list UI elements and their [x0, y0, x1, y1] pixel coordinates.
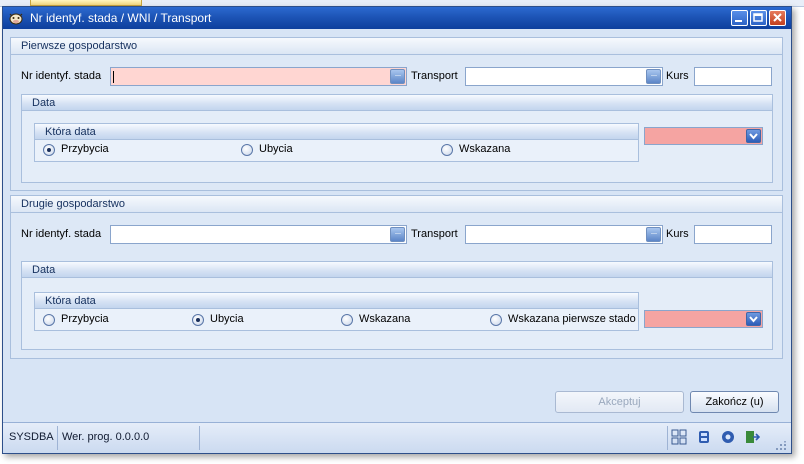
radio-selected-icon[interactable] [192, 314, 204, 326]
second-date-combo[interactable] [644, 310, 763, 328]
first-which-date-title: Która data [45, 126, 96, 138]
grid-icon[interactable] [671, 429, 687, 445]
first-farm-section: Nr identyf. stada ··· Transport ··· Kurs [10, 55, 783, 191]
status-user: SYSDBA [9, 431, 54, 443]
minimize-icon [735, 20, 742, 22]
second-kurs-input[interactable] [694, 225, 772, 244]
radio-icon[interactable] [241, 144, 253, 156]
window-title: Nr identyf. stada / WNI / Transport [30, 11, 212, 25]
second-which-date-options: Przybycia Ubycia Wskazana Wskazana pierw… [34, 309, 639, 331]
radio-selected-icon[interactable] [43, 144, 55, 156]
first-farm-section-title: Pierwsze gospodarstwo [21, 40, 138, 52]
database-icon[interactable] [696, 429, 712, 445]
radio-icon[interactable] [441, 144, 453, 156]
close-icon [773, 13, 782, 22]
status-version: Wer. prog. 0.0.0.0 [62, 431, 150, 443]
second-transport-browse-button[interactable]: ··· [646, 227, 661, 242]
first-transport-label: Transport [411, 70, 458, 82]
second-date-group: Która data Przybycia Ubycia Wskazana [21, 278, 773, 350]
second-date-group-header: Data [21, 261, 773, 278]
first-date-group-title: Data [32, 97, 56, 109]
second-herd-input[interactable]: ··· [110, 225, 407, 244]
second-kurs-label: Kurs [666, 228, 689, 240]
ellipsis-icon: ··· [650, 70, 658, 80]
second-herd-browse-button[interactable]: ··· [390, 227, 405, 242]
second-date-dropdown-button[interactable] [746, 312, 761, 326]
first-radio-wskazana-label: Wskazana [459, 143, 511, 155]
second-date-group-title: Data [32, 264, 56, 276]
chevron-down-icon [749, 133, 758, 140]
radio-icon[interactable] [341, 314, 353, 326]
ellipsis-icon: ··· [650, 228, 658, 238]
text-cursor [113, 71, 114, 83]
close-button[interactable] [769, 10, 786, 26]
background-window-tab [30, 0, 142, 6]
first-farm-section-header: Pierwsze gospodarstwo [10, 37, 783, 55]
first-transport-input[interactable]: ··· [465, 67, 663, 86]
client-area: Pierwsze gospodarstwo Nr identyf. stada … [10, 32, 783, 417]
accept-button[interactable]: Akceptuj [555, 391, 684, 413]
status-divider [57, 426, 58, 450]
second-radio-przybycia-label: Przybycia [61, 313, 109, 325]
first-which-date-header: Która data [34, 123, 639, 140]
status-divider [199, 426, 200, 450]
status-divider [667, 426, 668, 450]
second-farm-section-header: Drugie gospodarstwo [10, 195, 783, 213]
second-which-date-header: Która data [34, 292, 639, 309]
chevron-down-icon [749, 316, 758, 323]
second-radio-ubycia-label: Ubycia [210, 313, 244, 325]
first-herd-browse-button[interactable]: ··· [390, 69, 405, 84]
first-herd-input[interactable]: ··· [110, 67, 407, 86]
first-date-dropdown-button[interactable] [746, 129, 761, 143]
second-farm-section-title: Drugie gospodarstwo [21, 198, 125, 210]
maximize-icon [753, 13, 763, 22]
first-date-group: Która data Przybycia Ubycia Wskazana [21, 111, 773, 183]
second-radio-wskazana-label: Wskazana [359, 313, 411, 325]
status-bar: SYSDBA Wer. prog. 0.0.0.0 [3, 422, 791, 453]
second-which-date-title: Która data [45, 295, 96, 307]
first-kurs-label: Kurs [666, 70, 689, 82]
first-date-combo[interactable] [644, 127, 763, 145]
first-which-date-options: Przybycia Ubycia Wskazana [34, 140, 639, 162]
exit-icon[interactable] [744, 429, 760, 445]
resize-grip-icon[interactable] [775, 441, 787, 451]
minimize-button[interactable] [731, 10, 748, 26]
dialog-window: Nr identyf. stada / WNI / Transport Pier… [2, 6, 792, 454]
title-bar[interactable]: Nr identyf. stada / WNI / Transport [3, 7, 791, 29]
first-date-group-header: Data [21, 94, 773, 111]
first-radio-ubycia-label: Ubycia [259, 143, 293, 155]
first-herd-label: Nr identyf. stada [21, 70, 102, 82]
ellipsis-icon: ··· [394, 228, 402, 238]
second-transport-input[interactable]: ··· [465, 225, 663, 244]
maximize-button[interactable] [750, 10, 767, 26]
second-farm-section: Nr identyf. stada ··· Transport ··· Kurs… [10, 213, 783, 359]
gear-icon[interactable] [720, 429, 736, 445]
ellipsis-icon: ··· [394, 70, 402, 80]
second-transport-label: Transport [411, 228, 458, 240]
first-radio-przybycia-label: Przybycia [61, 143, 109, 155]
first-kurs-input[interactable] [694, 67, 772, 86]
radio-icon[interactable] [43, 314, 55, 326]
second-herd-label: Nr identyf. stada [21, 228, 102, 240]
second-radio-wskazana-pierwsze-stado-label: Wskazana pierwsze stado [508, 313, 636, 325]
first-transport-browse-button[interactable]: ··· [646, 69, 661, 84]
app-cow-icon [9, 13, 23, 25]
radio-icon[interactable] [490, 314, 502, 326]
finish-button[interactable]: Zakończ (u) [690, 391, 779, 413]
